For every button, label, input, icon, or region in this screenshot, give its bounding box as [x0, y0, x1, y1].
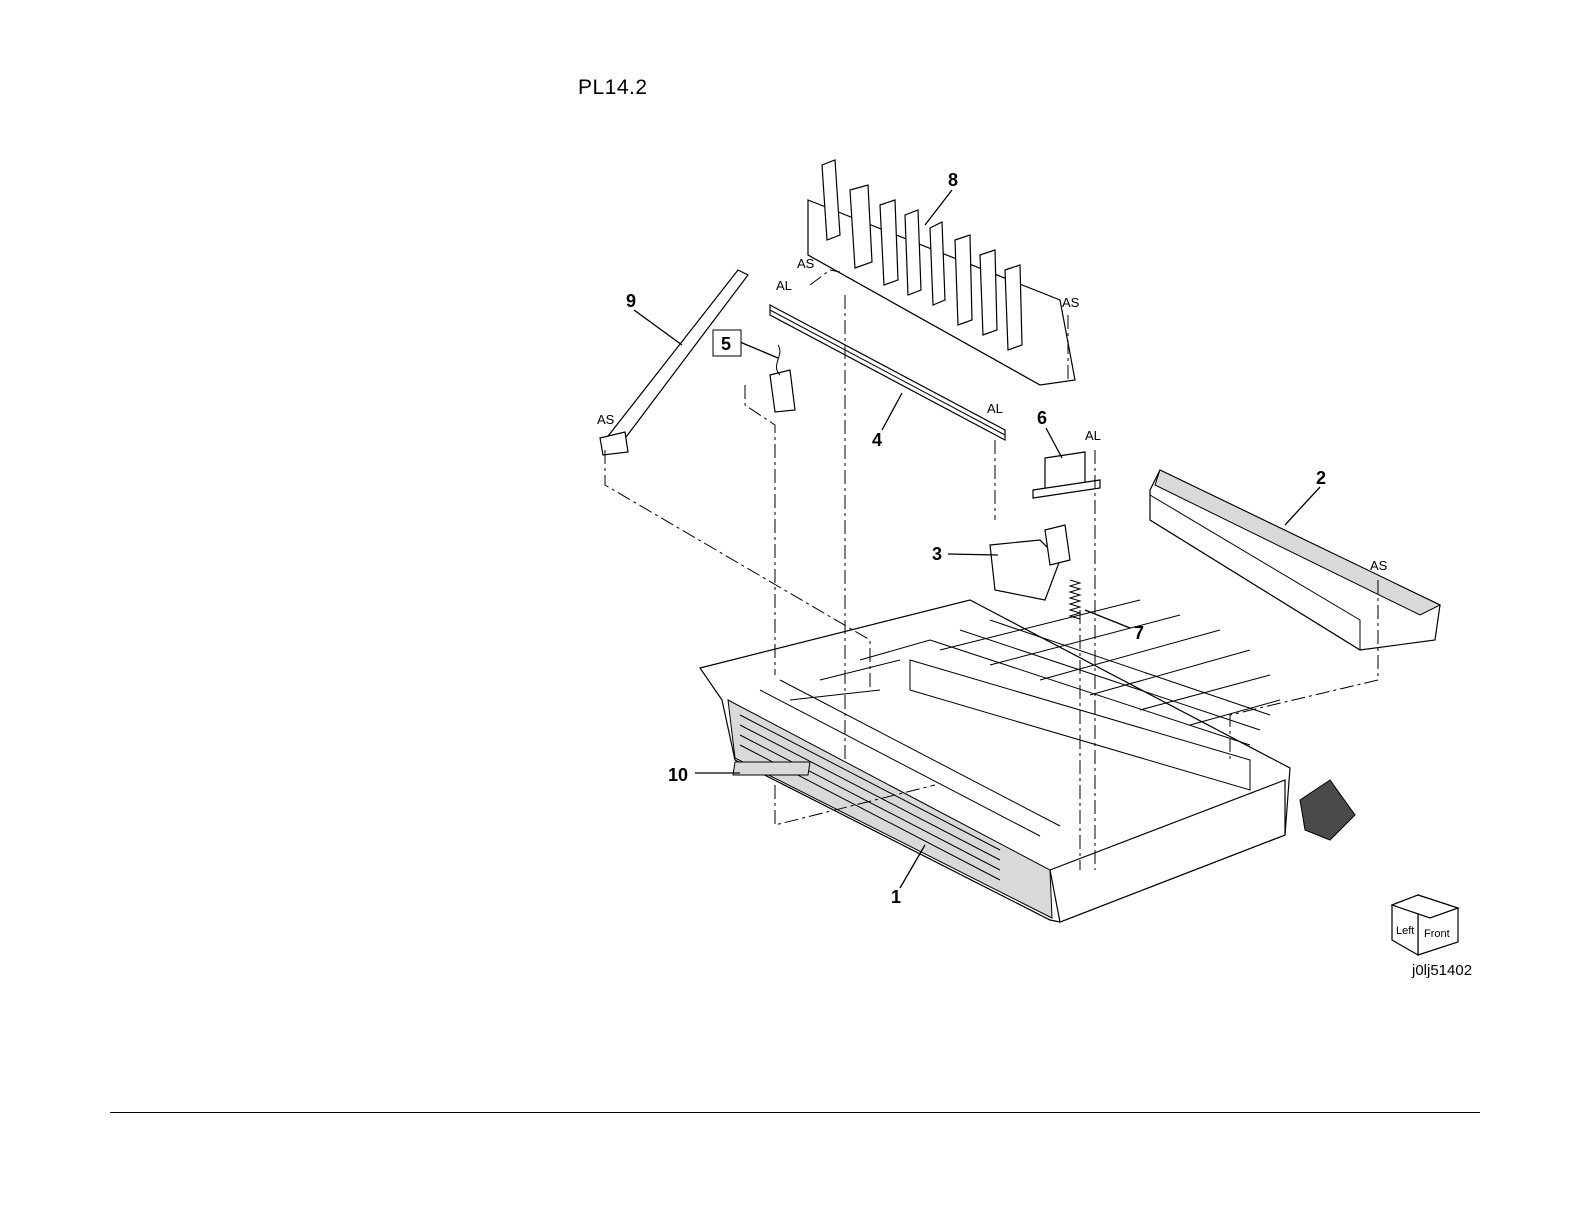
- callout-4: 4: [872, 430, 882, 450]
- callout-10: 10: [668, 765, 688, 785]
- cube-front-label: Front: [1424, 928, 1450, 940]
- tag-al-left: AL: [776, 278, 792, 293]
- tag-as-left: AS: [597, 412, 615, 427]
- part-1-tray: [700, 600, 1355, 922]
- part-2-guide: [1150, 470, 1440, 650]
- part-5-sensor: [770, 345, 795, 412]
- orientation-cube: Left Front: [1392, 895, 1458, 955]
- callout-5: 5: [721, 334, 731, 354]
- part-3-lever: [990, 525, 1070, 600]
- tag-as-right-top: AS: [1062, 295, 1080, 310]
- callout-2: 2: [1316, 468, 1326, 488]
- part-10-label: [733, 762, 810, 775]
- part-6-bracket: [1033, 452, 1100, 498]
- tag-as-right: AS: [1370, 558, 1388, 573]
- footer-rule: [110, 1112, 1480, 1113]
- callout-9: 9: [626, 291, 636, 311]
- tag-as-top: AS: [797, 256, 815, 271]
- figure-id: j0lj51402: [1412, 962, 1472, 979]
- callout-6: 6: [1037, 408, 1047, 428]
- callout-7: 7: [1134, 623, 1144, 643]
- part-9-arm: [600, 270, 748, 455]
- tag-al-mid: AL: [987, 401, 1003, 416]
- tag-al-right: AL: [1085, 428, 1101, 443]
- cube-left-label: Left: [1396, 925, 1414, 937]
- callout-1: 1: [891, 887, 901, 907]
- callout-8: 8: [948, 170, 958, 190]
- callout-3: 3: [932, 544, 942, 564]
- part-7-spring: [1070, 580, 1080, 619]
